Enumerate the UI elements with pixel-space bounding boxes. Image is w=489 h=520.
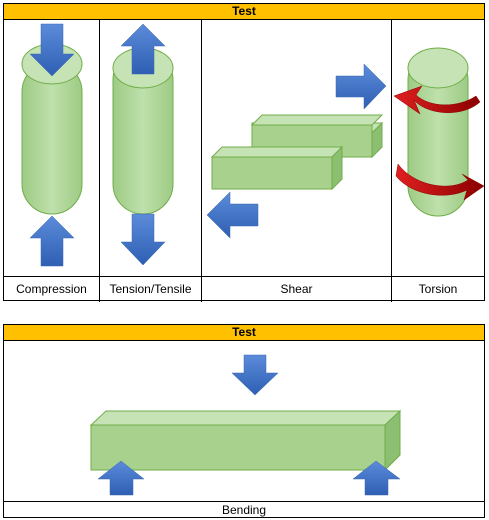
compression-cell [4,20,100,276]
label-compression: Compression [4,277,100,302]
label-shear: Shear [202,277,392,302]
arrow-up-icon [29,215,75,267]
arrow-up-icon [120,23,166,75]
label-torsion: Torsion [418,282,458,296]
compression-diagram [21,23,83,267]
lower-block [210,145,344,191]
bending-diagram [89,354,402,496]
beam-specimen [89,409,402,472]
table-header: Test [4,4,484,20]
tension-diagram [112,23,174,266]
bending-table: Test Bending [3,324,485,518]
label-bending: Bending [221,503,267,517]
arrow-up-icon [352,460,401,496]
arrow-up-icon [97,460,145,496]
arrow-down-icon [29,23,75,77]
shear-cell [202,20,392,276]
tests-table: Test [3,3,485,302]
curved-arrow-icon [393,85,481,115]
arrow-down-icon [231,354,279,396]
table-header: Test [4,325,484,341]
label-tension: Tension/Tensile [100,277,202,302]
cylinder-specimen [407,47,469,217]
torsion-cell [392,20,484,276]
curved-arrow-icon [395,163,484,201]
shear-diagram [206,63,387,239]
arrow-down-icon [120,213,166,266]
arrow-right-icon [335,63,387,110]
bending-cell [4,341,484,502]
arrow-left-icon [206,191,259,239]
torsion-diagram [393,47,484,217]
tension-cell [100,20,202,276]
